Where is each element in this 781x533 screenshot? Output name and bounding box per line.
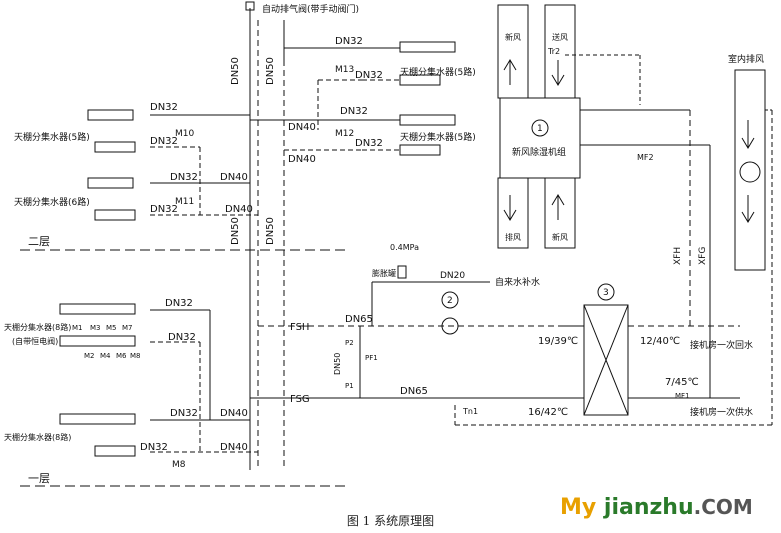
fresh-air-bottom: 新风 <box>552 232 568 242</box>
unit-name: 新风除湿机组 <box>512 146 566 158</box>
m11-label: M11 <box>175 197 194 207</box>
return-label: 接机房一次回水 <box>690 339 753 351</box>
m12-label: M12 <box>335 129 354 139</box>
hx-number: 3 <box>603 288 609 298</box>
dn40-l2: DN40 <box>225 204 253 215</box>
watermark-my: My <box>560 495 604 520</box>
dn40-r1: DN40 <box>288 122 316 133</box>
riser-dn50-d: DN50 <box>265 217 276 245</box>
dn65-2: DN65 <box>400 386 428 397</box>
mf2-label: MF2 <box>637 153 654 162</box>
dn32-4: DN32 <box>355 138 383 149</box>
manifold5-c: 天棚分集水器(5路) <box>14 131 90 143</box>
m1-label: M1 <box>72 324 83 332</box>
dn32-9: DN32 <box>165 298 193 309</box>
pump-number: 2 <box>447 296 453 306</box>
manifold8-c: 天棚分集水器(8路) <box>4 432 71 442</box>
exhaust-label: 排风 <box>505 232 521 242</box>
m4-label: M4 <box>100 352 111 360</box>
fresh-air-top: 新风 <box>505 32 521 42</box>
watermark-jianzhu: jianzhu <box>603 495 694 520</box>
p2-label: P2 <box>345 339 354 347</box>
temp-12-40: 12/40℃ <box>640 336 680 347</box>
watermark-com: .COM <box>693 495 753 519</box>
temp-19-39: 19/39℃ <box>538 336 578 347</box>
figure-caption: 图 1 系统原理图 <box>346 514 435 528</box>
tap-water-label: 自来水补水 <box>495 276 540 288</box>
m3-label: M3 <box>90 324 101 332</box>
m8-label: M8 <box>172 460 186 470</box>
floor-2-label: 二层 <box>28 235 50 248</box>
pressure-label: 0.4MPa <box>390 243 419 252</box>
fsg-label: FSG <box>290 394 310 405</box>
riser-dn50-c: DN50 <box>230 217 241 245</box>
manifold5-b: 天棚分集水器(5路) <box>400 131 476 143</box>
xfg-label: XFG <box>698 247 708 265</box>
dn32-3: DN32 <box>340 106 368 117</box>
dn32-10: DN32 <box>168 332 196 343</box>
manifold8-a: 天棚分集水器(8路) <box>4 322 71 332</box>
m10-label: M10 <box>175 129 194 139</box>
m5-label: M5 <box>106 324 117 332</box>
indoor-exhaust-label: 室内排风 <box>728 53 764 65</box>
dn32-2: DN32 <box>355 70 383 81</box>
dn20-label: DN20 <box>440 271 465 281</box>
riser-dn50-b: DN50 <box>265 57 276 85</box>
manifold6: 天棚分集水器(6路) <box>14 196 90 208</box>
pf1-label: PF1 <box>365 354 378 362</box>
dn40-r2: DN40 <box>288 154 316 165</box>
dn40-l1: DN40 <box>220 172 248 183</box>
dn50-vertical: DN50 <box>333 353 342 375</box>
dn32-7: DN32 <box>170 172 198 183</box>
dn32-6: DN32 <box>150 136 178 147</box>
supply-label: 接机房一次供水 <box>690 406 753 418</box>
dn32-8: DN32 <box>150 204 178 215</box>
m8b-label: M8 <box>130 352 141 360</box>
manifold5-a: 天棚分集水器(5路) <box>400 66 476 78</box>
dn65-1: DN65 <box>345 314 373 325</box>
supply-air-label: 送风 <box>552 32 568 42</box>
auto-vent-label: 自动排气阀(带手动阀门) <box>262 3 359 15</box>
dn32-1: DN32 <box>335 36 363 47</box>
dn40-l4: DN40 <box>220 442 248 453</box>
xfh-label: XFH <box>673 247 683 265</box>
dn32-11: DN32 <box>170 408 198 419</box>
dn40-l3: DN40 <box>220 408 248 419</box>
exp-tank-label: 膨胀罐 <box>372 268 396 278</box>
unit-number: 1 <box>537 124 543 134</box>
tr2-label: Tr2 <box>547 47 560 56</box>
dn32-12: DN32 <box>140 442 168 453</box>
m6-label: M6 <box>116 352 127 360</box>
p1-label: P1 <box>345 382 354 390</box>
watermark: My jianzhu.COM <box>560 495 753 520</box>
riser-dn50-a: DN50 <box>230 57 241 85</box>
m13-label: M13 <box>335 65 354 75</box>
floor-1-label: 一层 <box>28 472 50 485</box>
temp-7-45: 7/45℃ <box>665 377 699 388</box>
fsh-label: FSH <box>290 322 309 333</box>
dn32-5: DN32 <box>150 102 178 113</box>
m2-label: M2 <box>84 352 95 360</box>
temp-16-42: 16/42℃ <box>528 407 568 418</box>
tn1-label: Tn1 <box>462 407 478 416</box>
m7-label: M7 <box>122 324 133 332</box>
manifold8-b: (自带恒电阀) <box>12 336 58 346</box>
mf1-label: MF1 <box>675 392 690 400</box>
